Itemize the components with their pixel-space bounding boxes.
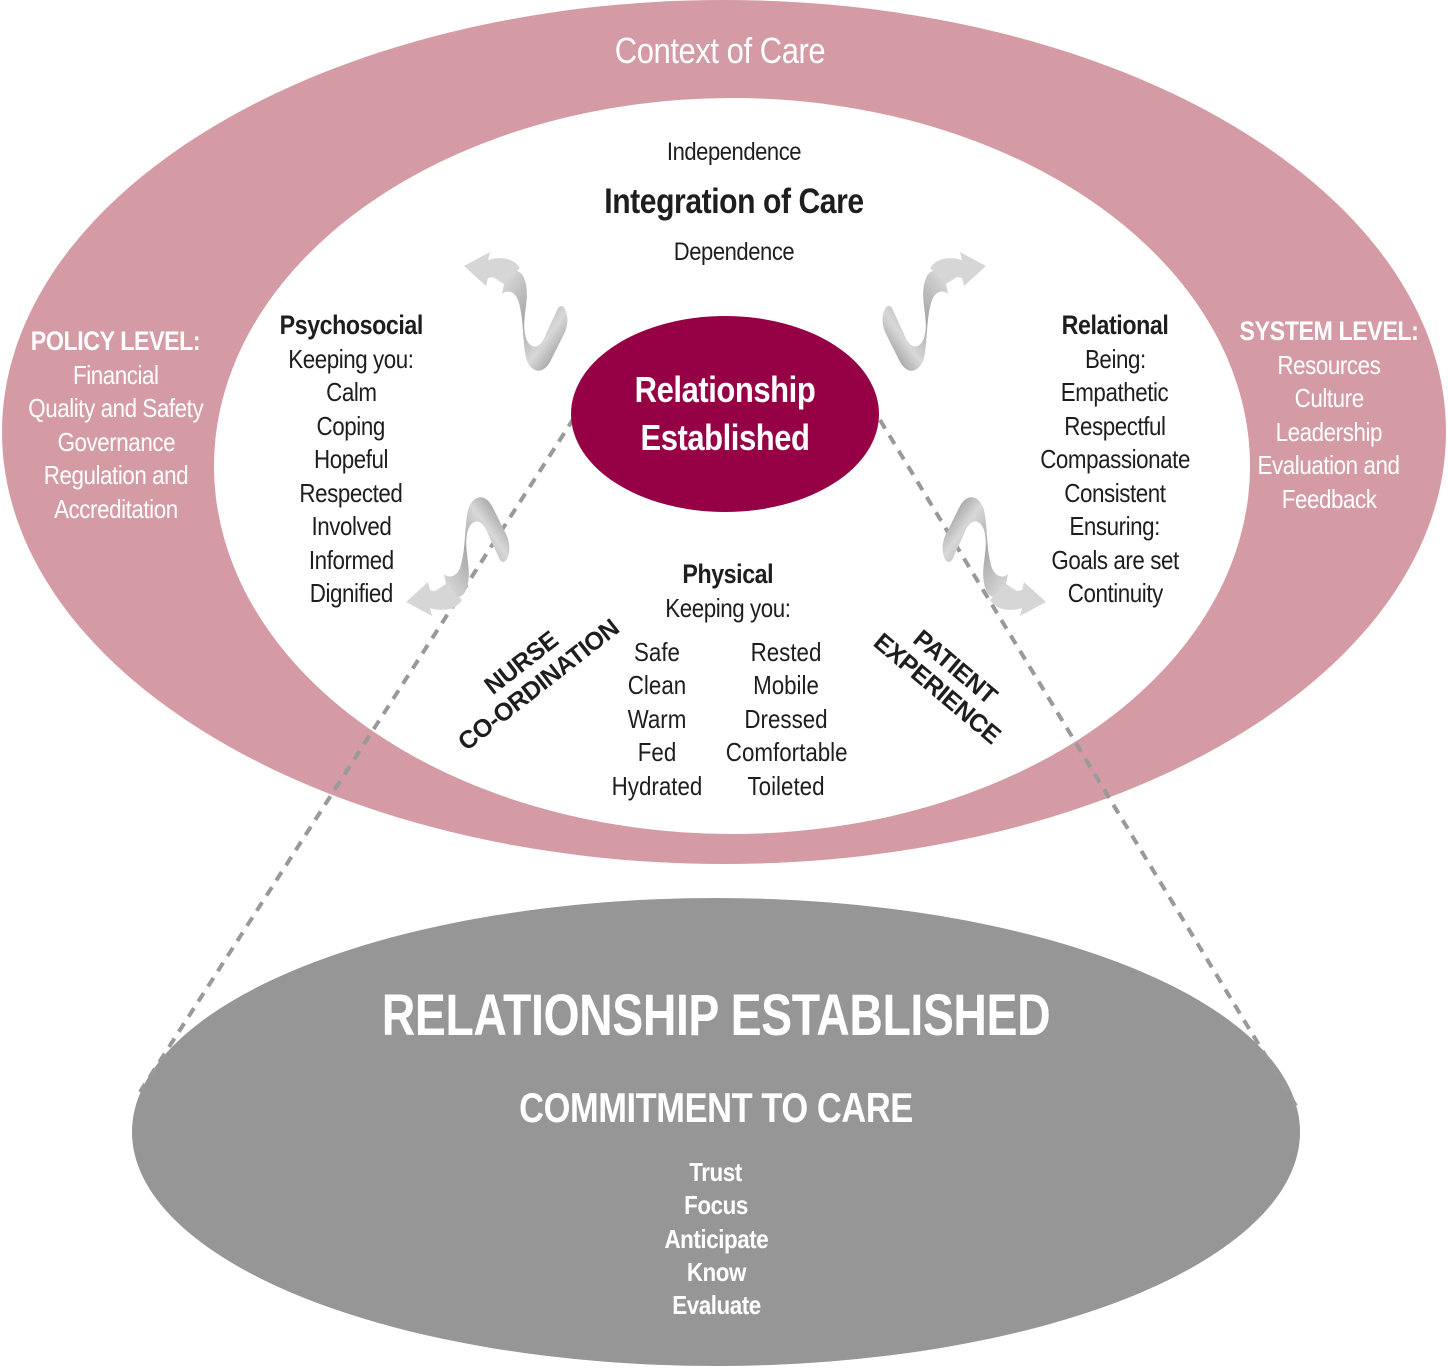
physical-item: Rested [750,637,822,667]
commitment-item: Trust [689,1157,743,1187]
system-item: Feedback [1281,483,1377,514]
relational-heading: Relational [1061,310,1169,340]
physical-subheading: Keeping you: [665,592,791,623]
psychosocial-heading: Psychosocial [279,310,423,340]
commitment-item: Anticipate [664,1223,768,1254]
system-item: Leadership [1275,416,1383,447]
physical-item: Dressed [744,703,828,734]
center-line-2: Established [640,417,810,458]
policy-item: Governance [57,426,175,457]
psychosocial-item: Hopeful [313,444,389,474]
physical-item: Clean [627,670,687,701]
context-of-care-title: Context of Care [614,30,826,71]
policy-level-heading: POLICY LEVEL: [31,326,201,356]
psychosocial-item: Respected [299,477,403,508]
physical-item: Fed [637,737,677,768]
relational-item: Compassionate [1040,444,1190,474]
physical-item: Hydrated [611,770,703,801]
policy-item: Quality and Safety [28,393,204,423]
lower-title: RELATIONSHIP ESTABLISHED [381,983,1051,1048]
dependence-label: Dependence [673,238,795,266]
policy-item: Regulation and [43,460,189,490]
policy-level-block: POLICY LEVEL: Financial Quality and Safe… [0,325,232,526]
system-item: Culture [1294,383,1364,413]
relational-subheading-2: Ensuring: [1069,511,1161,541]
system-level-block: SYSTEM LEVEL: Resources Culture Leadersh… [1214,315,1444,516]
commitment-item: Evaluate [671,1290,761,1321]
twisted-ribbon-arrow-icon [464,252,568,371]
lower-ellipse [132,898,1300,1366]
relationship-established-center-label: Relationship Established [575,366,875,462]
commitment-item: Focus [684,1190,748,1221]
lower-subtitle: COMMITMENT TO CARE [519,1084,913,1131]
relational-item: Respectful [1064,410,1166,441]
psychosocial-item: Dignified [309,578,393,608]
physical-item: Warm [627,703,687,734]
relational-block: Relational Being: Empathetic Respectful … [1010,309,1220,611]
policy-item: Financial [73,359,159,390]
physical-item: Mobile [753,670,819,701]
relational-subheading: Being: [1084,343,1146,374]
twisted-ribbon-arrow-icon [882,252,986,371]
relationship-center-ellipse [571,316,879,512]
independence-label: Independence [666,138,802,166]
relational-item: Goals are set [1051,544,1179,575]
relational-item: Continuity [1067,578,1163,608]
twisted-ribbon-arrow-icon [406,497,510,616]
physical-heading: Physical [682,559,774,589]
physical-item: Toileted [747,770,825,801]
system-level-heading: SYSTEM LEVEL: [1239,316,1419,346]
psychosocial-block: Psychosocial Keeping you: Calm Coping Ho… [256,309,446,611]
system-item: Evaluation and [1258,450,1400,480]
policy-item: Accreditation [54,493,178,524]
psychosocial-subheading: Keeping you: [288,343,414,374]
psychosocial-item: Informed [308,544,394,575]
center-line-1: Relationship [634,369,816,410]
physical-item: Comfortable [725,737,848,768]
twisted-ribbon-arrow-icon [942,497,1046,616]
integration-of-care-title: Integration of Care [604,182,864,221]
physical-item: Safe [633,637,681,667]
physical-block: Physical Keeping you: [628,558,828,625]
physical-items-grid: Safe Rested Clean Mobile Warm Dressed Fe… [598,636,856,803]
psychosocial-item: Coping [316,410,386,441]
system-item: Resources [1277,349,1381,380]
psychosocial-item: Calm [325,377,377,407]
commitment-items: Trust Focus Anticipate Know Evaluate [616,1156,816,1322]
psychosocial-item: Involved [311,511,391,541]
relational-item: Empathetic [1061,377,1169,407]
commitment-item: Know [686,1256,746,1287]
relational-item: Consistent [1064,477,1166,508]
